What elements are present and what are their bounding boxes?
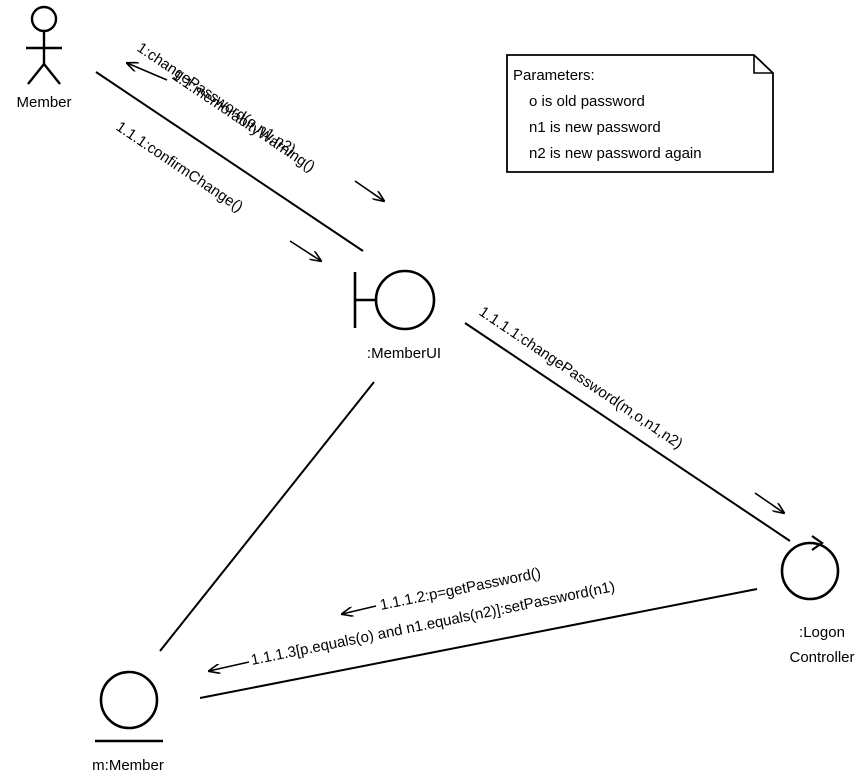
member-actor-label: Member [16, 94, 71, 111]
logon-controller-label-line1: :Logon [799, 624, 845, 641]
link-controller-entity [199, 588, 758, 699]
parameters-note: Parameters: o is old password n1 is new … [506, 54, 774, 173]
msg-1-1-label: 1.1:memorabityWarning() [169, 67, 318, 175]
msg-1-1-1-arrow [289, 240, 321, 261]
entity-icon [95, 670, 163, 743]
link-member-memberui [95, 71, 364, 252]
member-entity-label: m:Member [92, 757, 164, 774]
msg-1-1-1-3-arrow [209, 661, 250, 671]
note-line-1: Parameters: [513, 67, 595, 84]
note-line-3: n1 is new password [529, 119, 661, 136]
note-line-2: o is old password [529, 93, 645, 110]
link-memberui-controller [464, 322, 791, 542]
control-icon [780, 535, 840, 601]
msg-1-1-1-label: 1.1.1:confirmChange() [113, 118, 246, 216]
note-line-4: n2 is new password again [529, 145, 702, 162]
member-ui-label: :MemberUI [367, 345, 441, 362]
member-actor-icon [26, 5, 62, 85]
msg-1-1-1-1-arrow [754, 492, 784, 513]
msg-1-1-1-2-arrow [342, 605, 377, 614]
link-memberui-entity [159, 381, 375, 652]
boundary-icon [353, 269, 436, 331]
msg-1-1-1-1-label: 1.1.1.1:changePassword(m,o,n1,n2) [476, 303, 686, 452]
msg-1-1-arrow [127, 63, 168, 81]
msg-1-arrow [354, 180, 384, 201]
logon-controller-label-line2: Controller [789, 649, 854, 666]
